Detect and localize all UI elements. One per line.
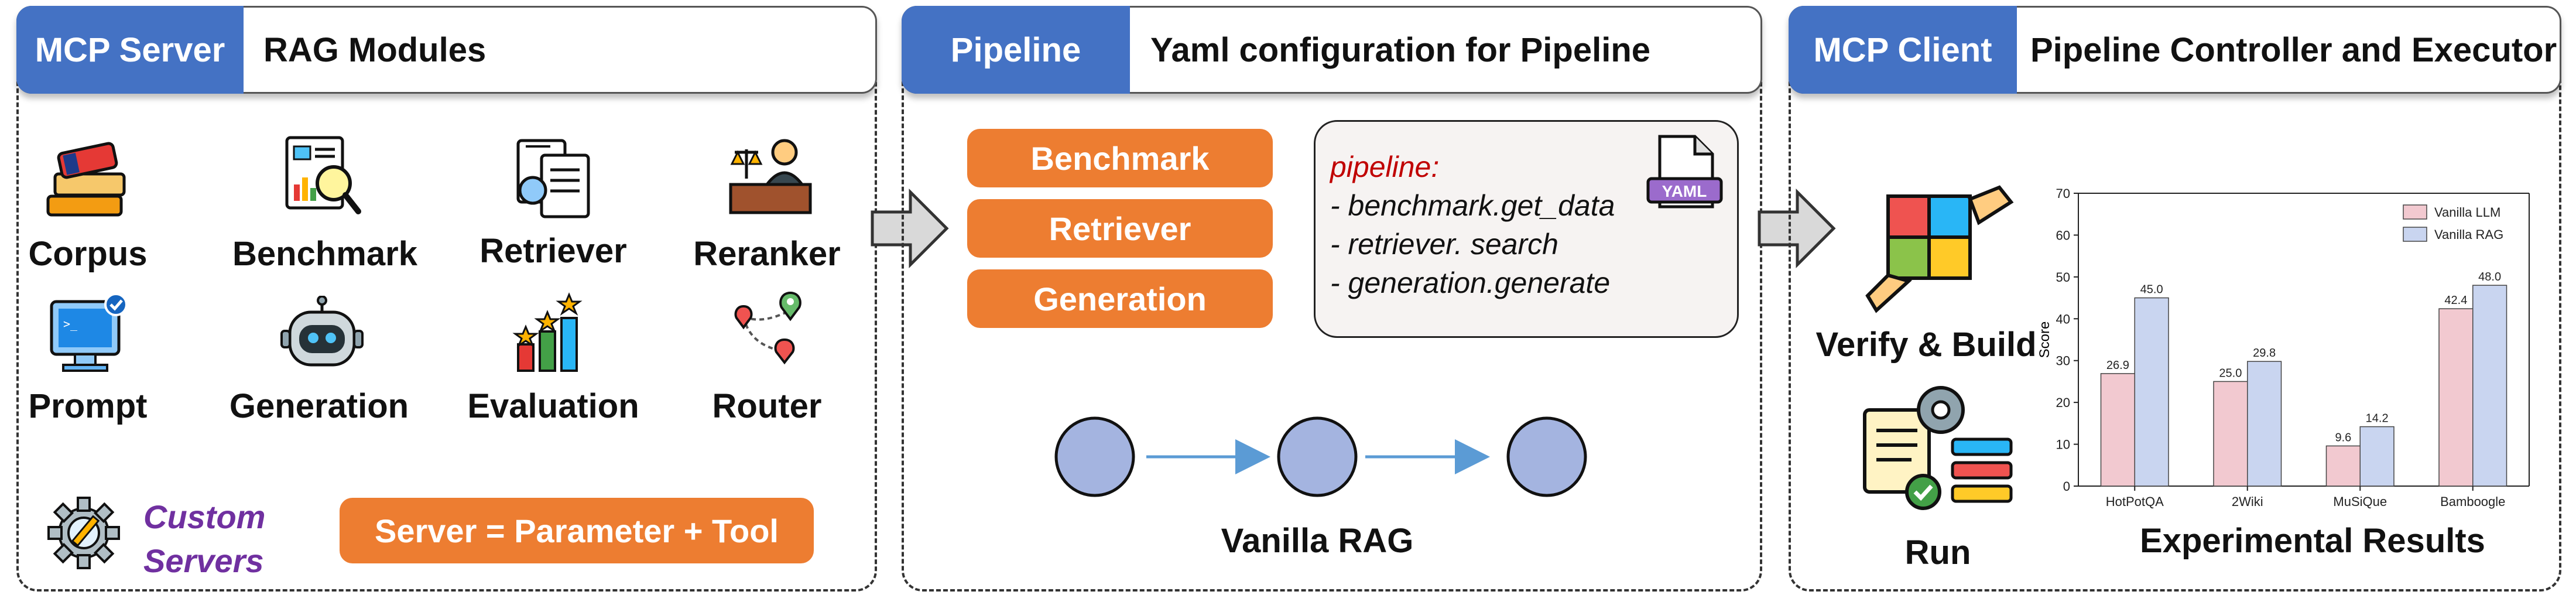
judge-icon: [729, 139, 812, 214]
graph-label: Vanilla RAG: [1221, 522, 1414, 560]
graph-node-2: [1277, 416, 1358, 497]
router-pins-icon: [734, 291, 801, 365]
yaml-line-2: - retriever. search: [1330, 228, 1558, 261]
bar-vanilla-llm: [2325, 445, 2361, 487]
server-title: RAG Modules: [263, 30, 487, 69]
step-generation: Generation: [967, 269, 1273, 328]
x-tick-label: 2Wiki: [2232, 494, 2263, 509]
bar-vanilla-llm: [2213, 381, 2248, 487]
bar-value-label: 45.0: [2140, 283, 2163, 296]
y-axis-label: Score: [2037, 322, 2053, 358]
verify-build-label: Verify & Build: [1815, 326, 2037, 364]
module-label-prompt: Prompt: [28, 387, 148, 425]
module-label-corpus: Corpus: [28, 235, 148, 273]
bar-vanilla-rag: [2134, 297, 2169, 487]
module-label-generation: Generation: [229, 387, 409, 425]
module-label-router: Router: [712, 387, 822, 425]
y-tick-label: 20: [2056, 395, 2070, 410]
svg-text:>_: >_: [63, 317, 78, 331]
x-tick-label: Bamboogle: [2440, 494, 2505, 509]
module-label-retriever: Retriever: [479, 232, 627, 270]
flow-arrow-2: [1758, 188, 1836, 269]
bar-vanilla-rag: [2359, 426, 2395, 487]
server-formula: Server = Parameter + Tool: [340, 498, 814, 563]
x-tick-label: HotPotQA: [2106, 494, 2164, 509]
gear-pencil-icon: [47, 497, 120, 569]
server-tag: MCP Server: [16, 6, 244, 94]
yaml-key: pipeline:: [1330, 151, 1440, 183]
client-tag: MCP Client: [1789, 6, 2017, 94]
module-label-evaluation: Evaluation: [467, 387, 639, 425]
run-label: Run: [1904, 534, 1971, 572]
vanilla-rag-graph: [1054, 416, 1587, 497]
y-tick-label: 40: [2056, 312, 2070, 326]
evaluation-chart-icon: [512, 292, 583, 372]
graph-node-1: [1054, 416, 1135, 497]
y-tick-label: 60: [2056, 228, 2070, 242]
bar-value-label: 29.8: [2253, 347, 2276, 360]
module-label-reranker: Reranker: [693, 235, 841, 273]
x-tick-label: MuSiQue: [2333, 494, 2387, 509]
benchmark-icon: [285, 136, 361, 214]
bar-value-label: 42.4: [2444, 294, 2467, 307]
bar-vanilla-rag: [2472, 285, 2508, 487]
flow-arrow-1: [871, 188, 949, 269]
yaml-icon-text: YAML: [1662, 182, 1707, 200]
step-benchmark: Benchmark: [967, 129, 1273, 187]
bar-vanilla-rag: [2247, 361, 2282, 487]
y-tick-label: 0: [2063, 479, 2070, 494]
bar-vanilla-llm: [2438, 308, 2474, 487]
bar-value-label: 48.0: [2478, 271, 2501, 283]
y-tick-label: 50: [2056, 270, 2070, 285]
y-tick-label: 70: [2056, 186, 2070, 201]
graph-node-3: [1506, 416, 1587, 497]
y-tick-label: 30: [2056, 354, 2070, 368]
books-icon: [46, 142, 126, 217]
yaml-line-1: - benchmark.get_data: [1330, 189, 1615, 222]
results-label: Experimental Results: [2140, 522, 2485, 560]
yaml-line-3: - generation.generate: [1330, 266, 1611, 299]
retriever-icon: [516, 139, 590, 218]
robot-icon: [280, 296, 364, 367]
legend-swatch: [2403, 227, 2427, 242]
custom-servers-line2: Servers: [143, 542, 264, 579]
legend-swatch: [2403, 204, 2427, 220]
monitor-icon: >_: [50, 293, 128, 372]
legend-label: Vanilla LLM: [2434, 205, 2500, 220]
pipeline-tag: Pipeline: [902, 6, 1130, 94]
legend-label: Vanilla RAG: [2434, 227, 2503, 242]
pipeline-title: Yaml configuration for Pipeline: [1150, 30, 1650, 69]
client-title: Pipeline Controller and Executor: [2030, 30, 2557, 69]
step-retriever: Retriever: [967, 199, 1273, 258]
bar-value-label: 9.6: [2335, 431, 2351, 444]
bar-value-label: 25.0: [2219, 367, 2242, 379]
run-process-icon: [1863, 386, 2013, 510]
bar-value-label: 26.9: [2106, 359, 2129, 372]
y-tick-label: 10: [2056, 437, 2070, 452]
bar-vanilla-llm: [2100, 373, 2135, 487]
custom-servers-line1: Custom: [143, 498, 266, 535]
puzzle-hands-icon: [1865, 185, 2014, 313]
module-label-benchmark: Benchmark: [232, 235, 417, 273]
yaml-file-icon: YAML: [1646, 135, 1723, 208]
bar-value-label: 14.2: [2366, 412, 2389, 425]
